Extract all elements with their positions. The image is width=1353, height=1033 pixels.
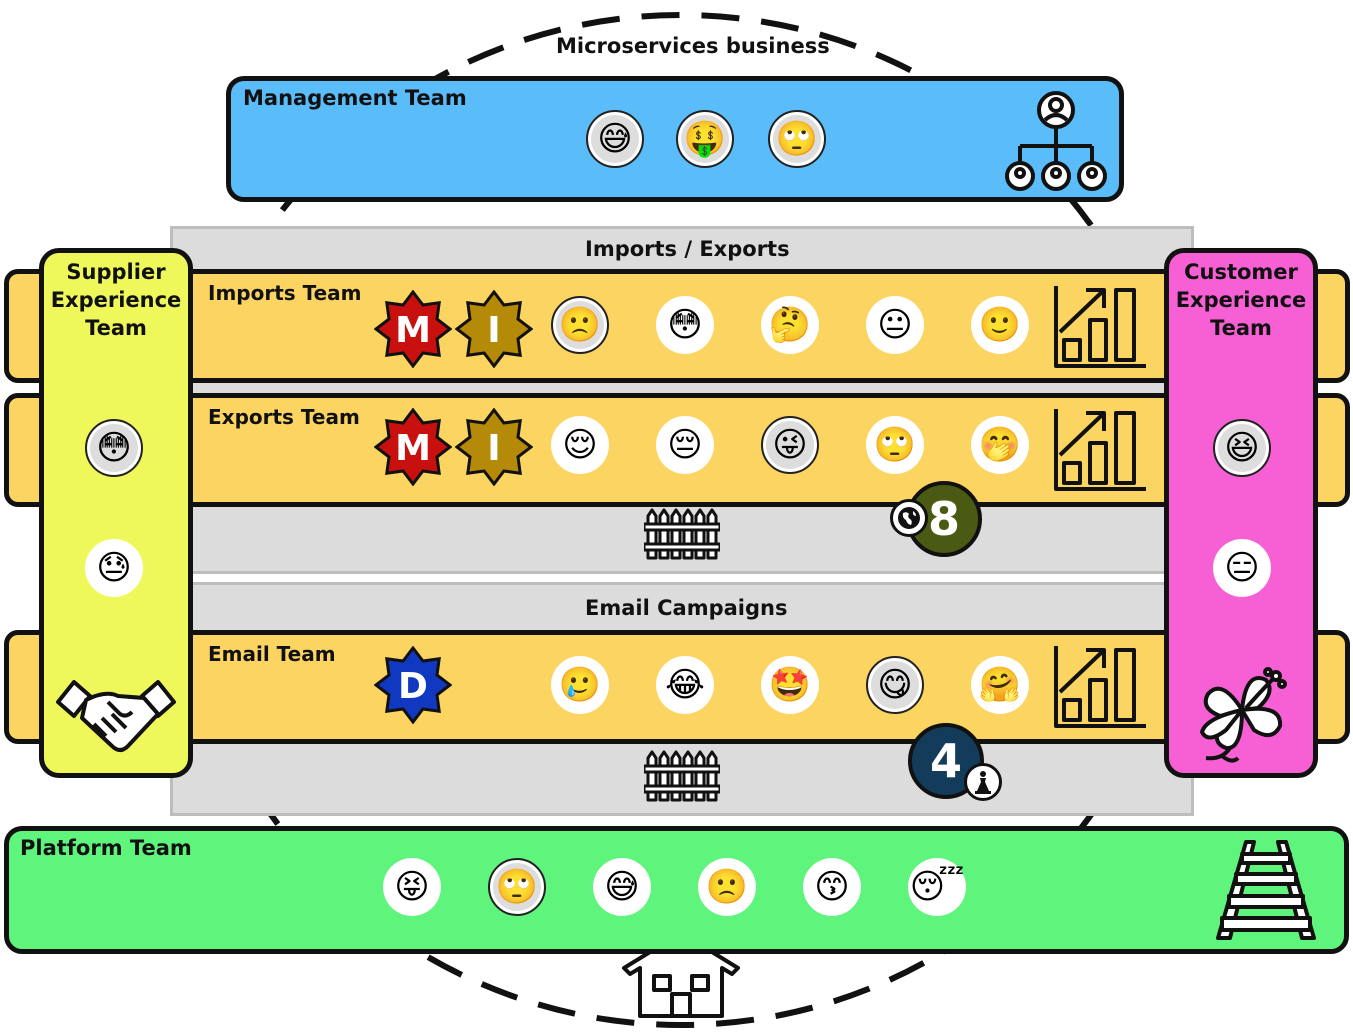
globe-icon	[890, 499, 928, 537]
handshake-icon	[56, 680, 176, 752]
supplier-experience-team-box	[39, 248, 193, 778]
exports-team-title: Exports Team	[208, 405, 360, 429]
badge-letter: I	[487, 310, 500, 351]
chess-pawn-icon	[964, 763, 1002, 801]
growth-chart-icon	[1054, 646, 1146, 728]
business-title: Microservices business	[556, 34, 830, 58]
railway-track-icon	[1216, 840, 1316, 940]
title-line: Customer	[1184, 260, 1298, 284]
growth-chart-icon	[1054, 286, 1146, 368]
badge-letter: D	[398, 666, 428, 707]
title-line: Experience	[50, 288, 182, 312]
badge-star-shape	[455, 290, 533, 368]
exports-member: 😜	[761, 416, 819, 474]
badge-star-shape	[374, 290, 452, 368]
counter-value: 4	[929, 734, 962, 788]
management-team-title: Management Team	[243, 86, 467, 110]
counter-value: 8	[927, 492, 960, 546]
imports-member: 😐	[866, 296, 924, 354]
customer-experience-team-box	[1164, 248, 1318, 778]
title-line: Team	[85, 316, 147, 340]
imports-exports-title: Imports / Exports	[585, 237, 790, 261]
fence-icon	[644, 508, 720, 560]
supplier-member: 😓	[85, 539, 143, 597]
imports-member: 🙂	[971, 296, 1029, 354]
platform-member: 😙	[803, 858, 861, 916]
exports-member: 🤭	[971, 416, 1029, 474]
platform-team-title: Platform Team	[20, 836, 192, 860]
management-member: 🙄	[768, 110, 826, 168]
platform-member: 🙁	[698, 858, 756, 916]
email-member: 🤗	[971, 656, 1029, 714]
exports-member: 😌	[551, 416, 609, 474]
management-member: 🤑	[676, 110, 734, 168]
badge-i: I	[455, 408, 533, 486]
fence-icon	[644, 750, 720, 802]
platform-member: 😴	[908, 858, 966, 916]
badge-letter: M	[395, 428, 431, 469]
exports-member: 🙄	[866, 416, 924, 474]
email-member: 🤩	[761, 656, 819, 714]
title-line: Supplier	[66, 260, 166, 284]
customer-member: 😆	[1213, 419, 1271, 477]
imports-member: 😳	[656, 296, 714, 354]
badge-letter: M	[395, 310, 431, 351]
title-line: Team	[1210, 316, 1272, 340]
platform-member: 😝	[383, 858, 441, 916]
title-line: Experience	[1175, 288, 1307, 312]
badge-m: M	[374, 290, 452, 368]
badge-letter: I	[487, 428, 500, 469]
imports-team-title: Imports Team	[208, 281, 362, 305]
customer-experience-team-title: Customer Experience Team	[1164, 258, 1318, 342]
counter-badge: 4	[908, 723, 984, 799]
imports-member: 🤔	[761, 296, 819, 354]
badge-star-shape	[374, 408, 452, 486]
badge-m: M	[374, 408, 452, 486]
email-campaigns-title: Email Campaigns	[585, 596, 788, 620]
customer-member: 😑	[1213, 539, 1271, 597]
email-team-title: Email Team	[208, 642, 336, 666]
supplier-member: 😳	[85, 419, 143, 477]
hibiscus-icon	[1200, 667, 1287, 763]
platform-member: 🙄	[488, 858, 546, 916]
growth-chart-icon	[1054, 409, 1146, 491]
badge-i: I	[455, 290, 533, 368]
management-team-box	[226, 76, 1124, 202]
badge-star-shape	[455, 408, 533, 486]
email-member: 🥲	[551, 656, 609, 714]
exports-member: 😔	[656, 416, 714, 474]
house-icon	[622, 950, 740, 1018]
platform-member: 😅	[593, 858, 651, 916]
management-member: 😅	[586, 110, 644, 168]
email-member: 😂	[656, 656, 714, 714]
supplier-experience-team-title: Supplier Experience Team	[39, 258, 193, 342]
org-chart-icon	[1005, 91, 1107, 191]
badge-d: D	[374, 646, 452, 724]
imports-member: 🙁	[551, 296, 609, 354]
email-member: 😋	[866, 656, 924, 714]
platform-team-box	[4, 826, 1349, 954]
badge-star-shape	[374, 646, 452, 724]
